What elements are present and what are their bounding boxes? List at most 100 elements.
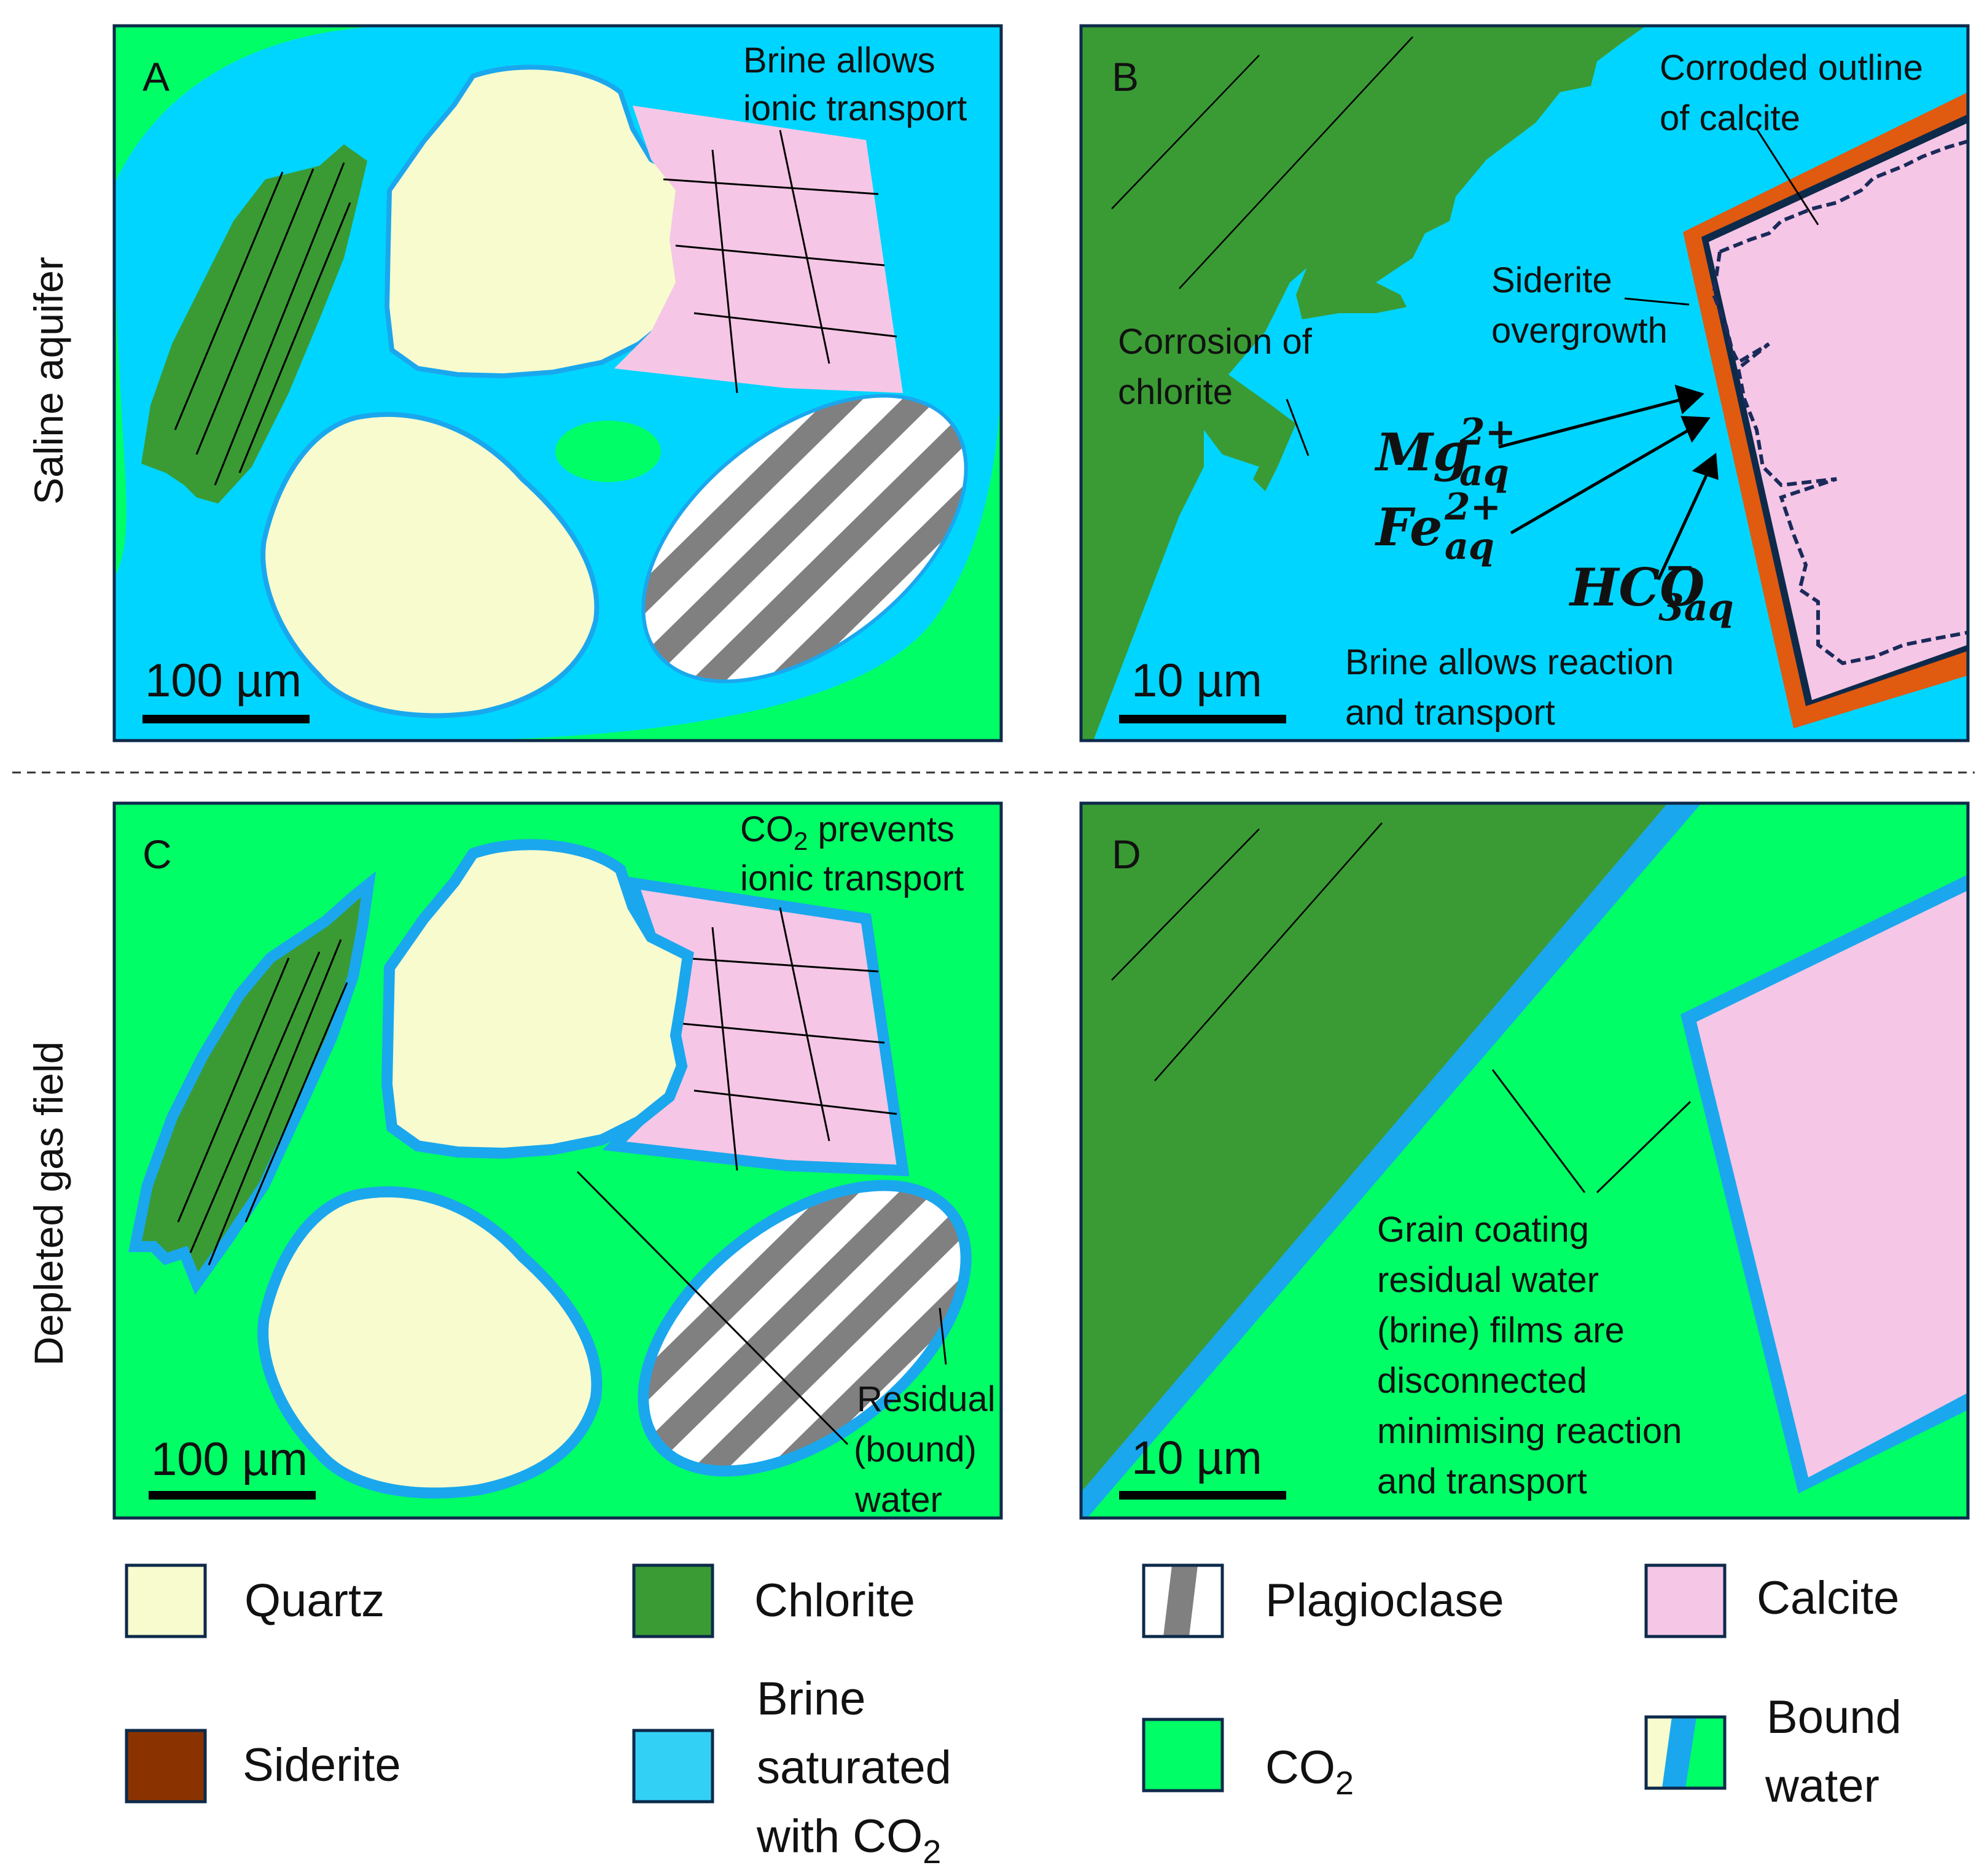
panel-c: [114, 803, 1001, 1518]
svg-text:2+: 2+: [1444, 486, 1501, 529]
panel-d: [1081, 803, 1968, 1518]
svg-text:CO2: CO2: [1265, 1742, 1354, 1802]
svg-text:Grain coating: Grain coating: [1377, 1210, 1589, 1250]
svg-text:(brine) films are: (brine) films are: [1377, 1310, 1625, 1350]
quartz-swatch: [125, 1563, 207, 1638]
corrosion-pointer: [1286, 399, 1310, 456]
svg-text:−: −: [1665, 546, 1695, 589]
svg-text:HCO: HCO: [1569, 557, 1704, 618]
panel-c-scale-label: 100 µm: [151, 1433, 308, 1485]
residual-water-pointer: [939, 1307, 947, 1365]
panel-c-scale-bar: [149, 1491, 316, 1500]
panel-a-scale-bar: [142, 715, 310, 723]
siderite-pointer: [1624, 297, 1690, 306]
legend-siderite: Siderite: [125, 1729, 401, 1804]
svg-text:minimising reaction: minimising reaction: [1377, 1411, 1682, 1451]
panel-d-coating-label: Grain coating residual water (brine) fil…: [1377, 1210, 1682, 1501]
chlorite-cleavage: [1111, 822, 1383, 1081]
co2-swatch: [1142, 1718, 1224, 1792]
chlorite-grain: [128, 871, 377, 1295]
ion-fe: Fe 2+ aq: [1375, 486, 1501, 568]
panel-b-brine-note: and transport: [1345, 693, 1555, 733]
chlorite-grain: [1081, 26, 1646, 741]
svg-text:disconnected: disconnected: [1377, 1361, 1587, 1401]
svg-text:Siderite: Siderite: [243, 1739, 401, 1791]
legend-brine: Brine saturated with CO2: [632, 1673, 951, 1870]
panel-c-residual-label: water: [854, 1480, 942, 1520]
panel-b-scale-label: 10 µm: [1131, 655, 1262, 707]
panel-b-corroded-label: of calcite: [1660, 98, 1800, 138]
calcite-grain: [1709, 123, 1968, 700]
co2-bubble: [555, 421, 661, 482]
svg-text:Mg: Mg: [1374, 422, 1469, 483]
svg-text:Brine: Brine: [757, 1673, 865, 1725]
ion-mg: Mg 2+ aq: [1374, 411, 1516, 494]
panel-a-brine-annotation: ionic transport: [743, 88, 967, 128]
panel-b-letter: B: [1112, 54, 1139, 99]
legend-co2: CO2: [1142, 1718, 1354, 1802]
panel-b-corrosion-label: chlorite: [1118, 372, 1233, 412]
legend-quartz: Quartz: [125, 1563, 385, 1638]
svg-text:Chlorite: Chlorite: [754, 1574, 915, 1627]
svg-text:with CO2: with CO2: [756, 1810, 941, 1870]
panel-c-residual-label: Residual: [857, 1379, 996, 1419]
residual-water-pointer: [576, 1170, 849, 1446]
row-label-depleted-gas-field: Depleted gas field: [26, 1041, 71, 1366]
brine-swatch: [632, 1729, 714, 1804]
panel-b-siderite-label: Siderite: [1491, 260, 1612, 300]
svg-text:2+: 2+: [1459, 411, 1516, 454]
panel-b-brine-note: Brine allows reaction: [1345, 642, 1674, 682]
svg-text:3aq: 3aq: [1658, 586, 1734, 629]
row-label-saline-aquifer: Saline aquifer: [26, 257, 71, 505]
svg-text:saturated: saturated: [757, 1742, 951, 1794]
panel-c-co2-annotation: CO2 prevents: [740, 809, 954, 855]
panel-c-frame: [112, 801, 1003, 1520]
panel-c-letter: C: [142, 831, 172, 877]
panel-c-residual-label: (bound): [854, 1430, 977, 1469]
quartz-grain: [381, 839, 694, 1159]
panel-a-scale-label: 100 µm: [145, 655, 302, 707]
quartz-grain: [384, 64, 691, 379]
svg-text:aq: aq: [1445, 525, 1494, 568]
panel-d-letter: D: [1112, 831, 1141, 877]
legend-plagioclase: Plagioclase: [1142, 1563, 1504, 1638]
legend-calcite: Calcite: [1644, 1563, 1899, 1638]
chlorite-grain: [1081, 803, 1668, 1492]
panel-a: [114, 26, 1001, 741]
panel-a-brine-annotation: Brine allows: [743, 41, 935, 80]
panel-b-corrosion-label: Corrosion of: [1118, 322, 1313, 362]
quartz-grain: [257, 1186, 603, 1499]
panel-b-frame: [1079, 24, 1970, 742]
legend: Quartz Chlorite Plagioclase Calcite Side…: [125, 1563, 1902, 1870]
film-pointer: [1491, 1069, 1586, 1193]
corroded-pointer: [1755, 128, 1819, 225]
calcite-grain: [614, 106, 903, 394]
calcite-swatch: [1644, 1563, 1727, 1638]
svg-text:water: water: [1765, 1760, 1880, 1812]
svg-text:Bound: Bound: [1766, 1691, 1902, 1743]
panel-d-scale-label: 10 µm: [1131, 1432, 1262, 1484]
panel-b: [1081, 26, 1968, 741]
svg-text:Quartz: Quartz: [244, 1574, 385, 1627]
panel-a-letter: A: [142, 54, 170, 99]
panel-b-siderite-label: overgrowth: [1491, 311, 1668, 351]
panel-b-corroded-label: Corroded outline: [1660, 48, 1923, 88]
corroded-calcite-outline: [1711, 139, 1968, 666]
panel-d-scale-bar: [1119, 1491, 1286, 1500]
ion-hco3: HCO − 3aq: [1569, 546, 1734, 629]
ion-transport-arrows: [1498, 384, 1719, 581]
panel-c-co2-annotation: ionic transport: [740, 858, 964, 898]
svg-text:aq: aq: [1459, 451, 1509, 494]
svg-text:Fe: Fe: [1375, 497, 1443, 558]
svg-text:and transport: and transport: [1377, 1461, 1587, 1501]
legend-bound-water: Bound water: [1644, 1691, 1902, 1812]
quartz-grain: [260, 411, 599, 718]
panel-d-frame: [1079, 801, 1970, 1520]
chlorite-swatch: [632, 1563, 714, 1638]
film-pointer: [1596, 1100, 1692, 1194]
svg-text:Plagioclase: Plagioclase: [1265, 1574, 1504, 1627]
siderite-swatch: [125, 1729, 207, 1804]
svg-text:residual water: residual water: [1377, 1260, 1599, 1300]
panel-a-frame: [112, 24, 1003, 742]
